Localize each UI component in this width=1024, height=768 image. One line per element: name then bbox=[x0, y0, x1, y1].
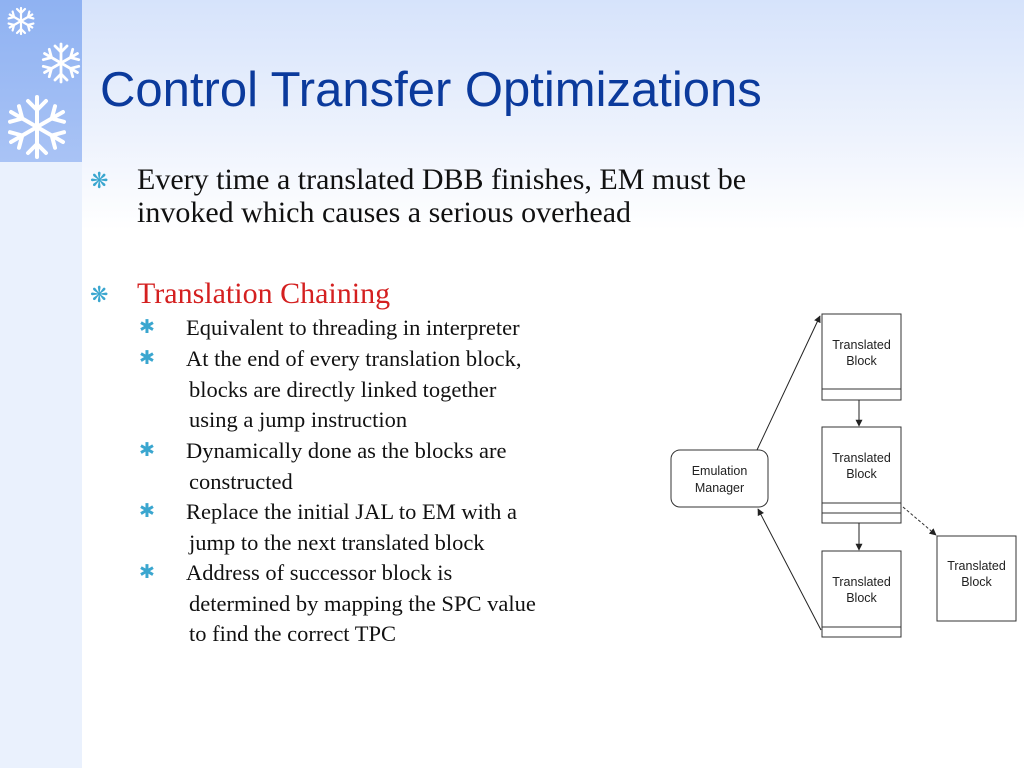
sub-bullet-line: At the end of every translation block, bbox=[186, 346, 522, 371]
arrow-block-3-to-manager bbox=[757, 508, 822, 631]
sub-bullet-replace-jal: Replace the initial JAL to EM with a jum… bbox=[186, 497, 517, 558]
snowflake-icon bbox=[7, 6, 35, 36]
asterisk-icon: ❋ bbox=[90, 283, 109, 308]
sub-bullet-line: determined by mapping the SPC value bbox=[189, 590, 536, 616]
asterisk-icon: ✱ bbox=[139, 316, 155, 338]
bullet-overhead: Every time a translated DBB finishes, EM… bbox=[137, 163, 746, 229]
sub-bullet-linked-blocks: At the end of every translation block, b… bbox=[186, 344, 522, 436]
asterisk-icon: ❋ bbox=[90, 169, 109, 194]
node-label: Block bbox=[961, 575, 992, 589]
node-label: Block bbox=[846, 354, 877, 368]
sub-bullet-line: Replace the initial JAL to EM with a bbox=[186, 499, 517, 524]
translated-block-4: Translated Block bbox=[936, 535, 1017, 622]
bullet-translation-chaining: Translation Chaining bbox=[137, 277, 391, 310]
asterisk-icon: ✱ bbox=[139, 347, 155, 369]
sub-bullet-line: blocks are directly linked together bbox=[189, 376, 497, 402]
translated-block-1: Translated Block bbox=[821, 313, 902, 401]
translated-block-2: Translated Block bbox=[821, 426, 902, 524]
emulation-manager-node: Emulation Manager bbox=[670, 449, 769, 508]
sub-bullet-line: Address of successor block is bbox=[186, 560, 453, 585]
arrow-manager-to-block-1 bbox=[756, 315, 821, 451]
node-label: Translated bbox=[832, 338, 891, 352]
sub-bullet-successor: Address of successor block is determined… bbox=[186, 558, 536, 650]
translated-block-3: Translated Block bbox=[821, 550, 902, 638]
node-label: Block bbox=[846, 591, 877, 605]
dashed-arrow-block-2-to-block-4 bbox=[902, 506, 937, 536]
node-label: Manager bbox=[695, 481, 744, 495]
sub-bullet-dynamic: Dynamically done as the blocks are const… bbox=[186, 436, 507, 497]
asterisk-icon: ✱ bbox=[139, 439, 155, 461]
bullet-line: Every time a translated DBB finishes, EM… bbox=[137, 163, 747, 196]
sub-bullet-line: constructed bbox=[189, 468, 293, 494]
node-label: Translated bbox=[832, 575, 891, 589]
asterisk-icon: ✱ bbox=[139, 500, 155, 522]
node-label: Translated bbox=[947, 559, 1006, 573]
sub-bullet-threading: Equivalent to threading in interpreter bbox=[186, 313, 520, 344]
sub-bullet-line: to find the correct TPC bbox=[189, 621, 397, 646]
sub-bullet-line: Dynamically done as the blocks are bbox=[186, 438, 507, 463]
sub-bullet-line: Equivalent to threading in interpreter bbox=[186, 315, 520, 340]
sub-bullet-line: jump to the next translated block bbox=[189, 529, 485, 555]
asterisk-icon: ✱ bbox=[139, 561, 155, 583]
snowflake-icon bbox=[7, 95, 67, 159]
node-label: Emulation bbox=[692, 464, 748, 478]
node-label: Block bbox=[846, 467, 877, 481]
sub-bullet-line: using a jump instruction bbox=[189, 407, 408, 432]
node-label: Translated bbox=[832, 451, 891, 465]
slide-title: Control Transfer Optimizations bbox=[100, 63, 762, 117]
snowflake-icon bbox=[41, 42, 81, 84]
bullet-line: invoked which causes a serious overhead bbox=[137, 196, 632, 229]
